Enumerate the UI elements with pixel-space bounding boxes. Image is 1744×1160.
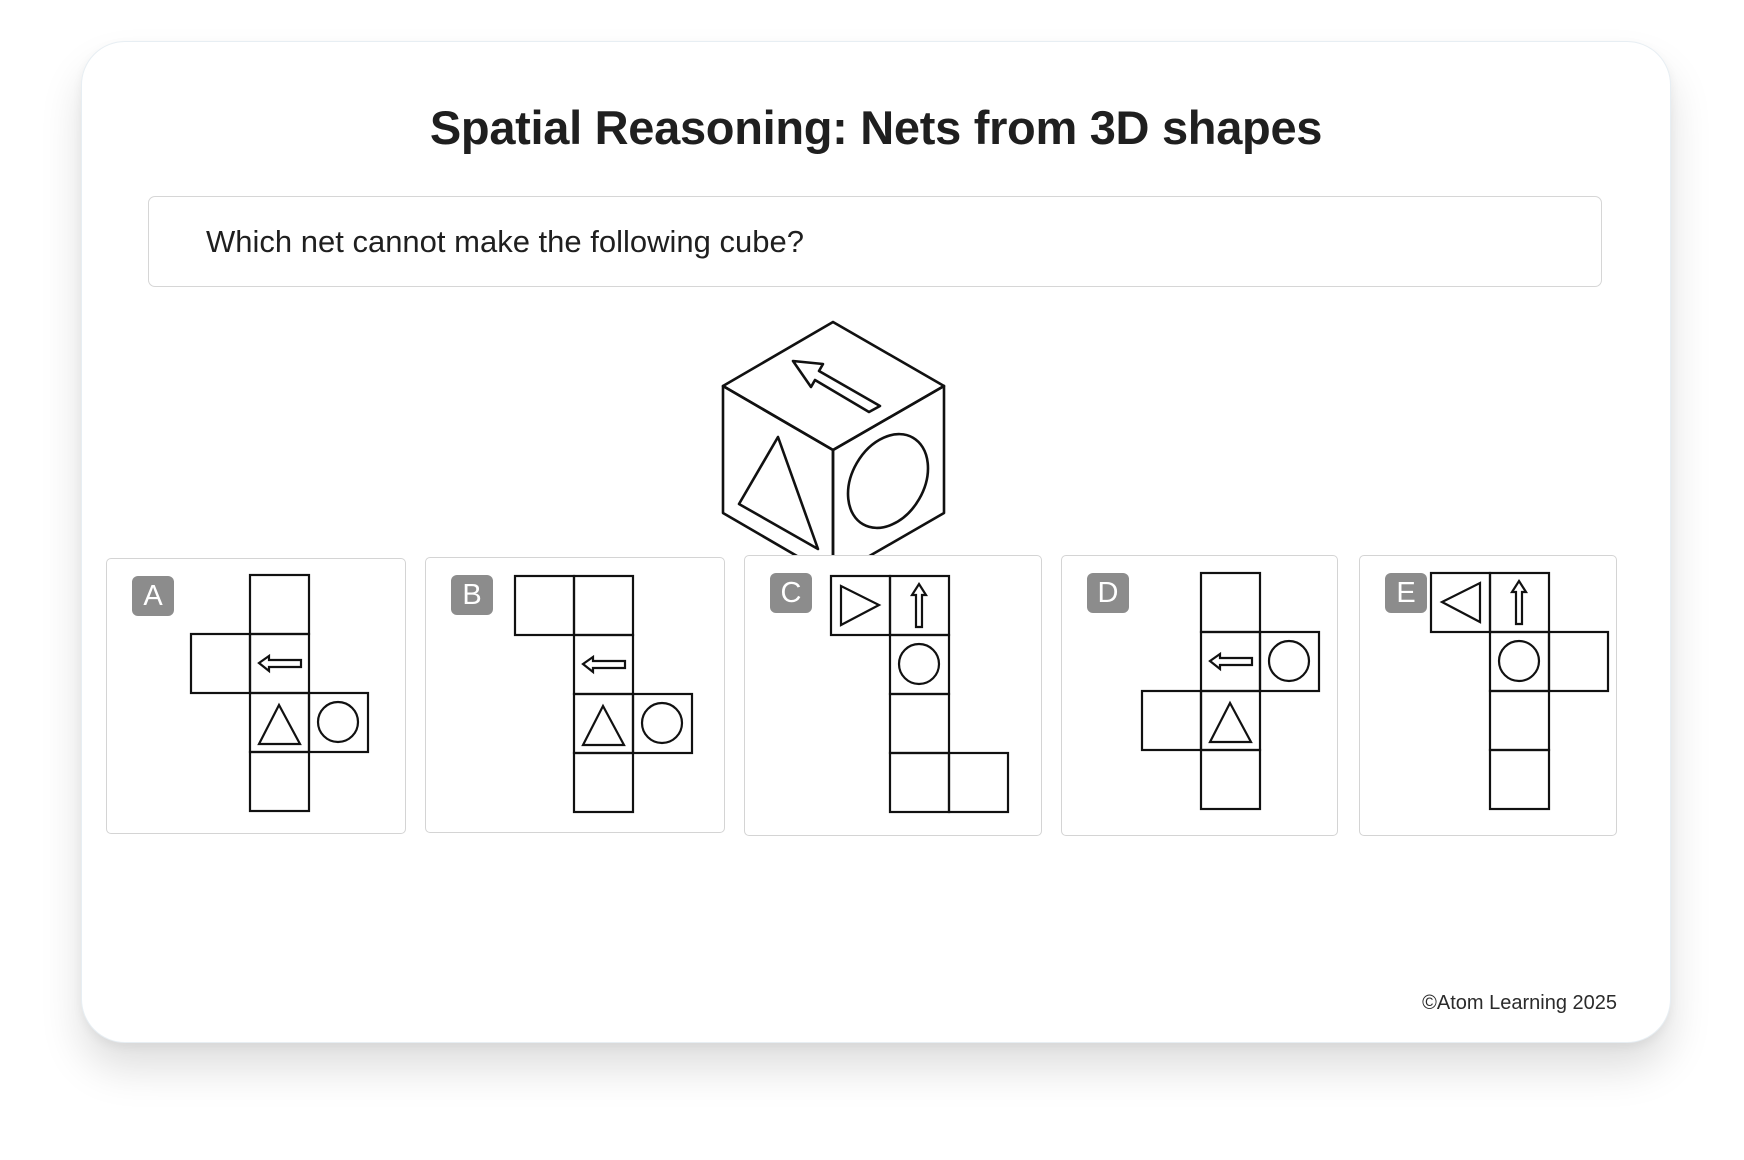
- page-title: Spatial Reasoning: Nets from 3D shapes: [429, 101, 1323, 154]
- option-e[interactable]: E: [1359, 555, 1617, 836]
- option-c-badge: C: [770, 573, 812, 613]
- copyright-footer: ©Atom Learning 2025: [1422, 992, 1617, 1014]
- circle-icon: [316, 700, 360, 744]
- option-a[interactable]: A: [106, 558, 406, 834]
- option-a-net: [189, 573, 370, 813]
- triangle-right-icon: [839, 584, 882, 627]
- triangle-icon: [581, 703, 626, 747]
- arrow-icon: [791, 359, 882, 414]
- cube-right-face: [831, 384, 946, 579]
- triangle-icon: [737, 435, 820, 551]
- question-text: Which net cannot make the following cube…: [206, 224, 804, 259]
- arrow-up-icon: [909, 581, 929, 629]
- option-b[interactable]: B: [425, 557, 725, 833]
- question-card: Spatial Reasoning: Nets from 3D shapes W…: [81, 41, 1671, 1043]
- option-b-badge: B: [451, 575, 493, 615]
- option-d[interactable]: D: [1061, 555, 1338, 836]
- option-b-net: [513, 574, 694, 814]
- triangle-left-icon: [1439, 581, 1482, 624]
- arrow-left-icon: [1208, 651, 1254, 672]
- option-c-net: [829, 574, 1010, 814]
- question-box: Which net cannot make the following cube…: [148, 196, 1602, 287]
- option-e-badge: E: [1385, 573, 1427, 613]
- circle-icon: [1497, 639, 1541, 683]
- option-e-net: [1429, 571, 1610, 811]
- arrow-left-icon: [581, 654, 627, 675]
- option-d-net: [1140, 571, 1321, 811]
- arrow-left-icon: [257, 653, 303, 674]
- circle-icon: [640, 701, 684, 745]
- triangle-icon: [257, 702, 302, 746]
- cube-illustration: [721, 320, 946, 579]
- circle-icon: [1267, 639, 1311, 683]
- option-c[interactable]: C: [744, 555, 1042, 836]
- circle-icon: [897, 642, 941, 686]
- option-a-badge: A: [132, 576, 174, 616]
- option-d-badge: D: [1087, 573, 1129, 613]
- circle-icon: [846, 432, 930, 530]
- arrow-up-icon: [1509, 578, 1529, 626]
- cube-top-face: [721, 320, 946, 452]
- triangle-icon: [1208, 700, 1253, 744]
